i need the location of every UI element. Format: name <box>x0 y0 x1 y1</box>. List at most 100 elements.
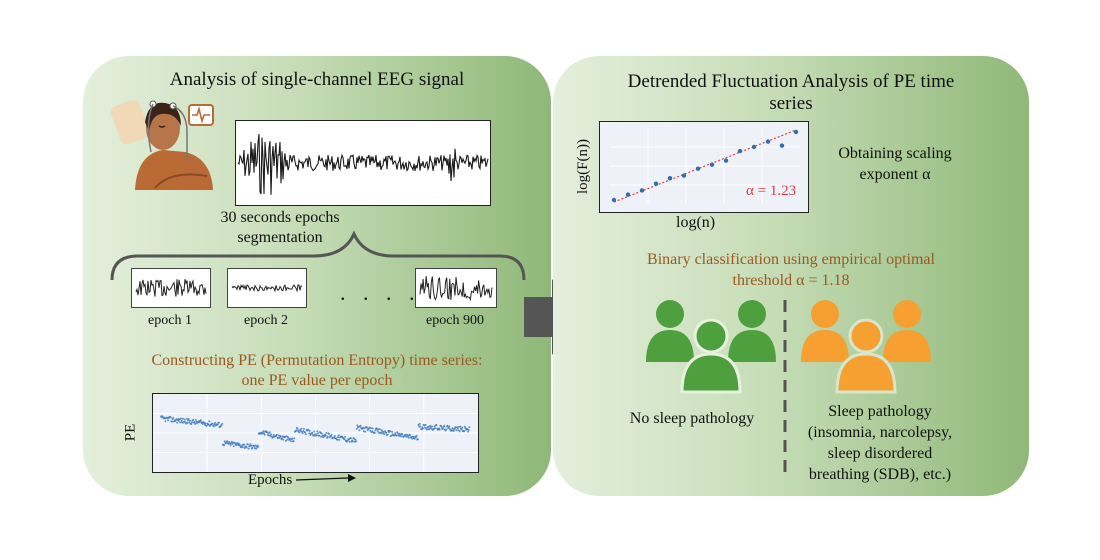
pe-point <box>455 429 458 432</box>
pe-point <box>323 435 326 438</box>
pe-point <box>243 443 245 446</box>
no-pathology-label: No sleep pathology <box>629 410 755 427</box>
pe-point <box>232 445 235 448</box>
pe-point <box>179 421 182 424</box>
epoch-900-plot <box>415 268 497 308</box>
eeg-signal-plot <box>235 120 491 206</box>
pe-point <box>419 425 422 428</box>
pe-point <box>442 427 444 430</box>
pe-point <box>338 438 341 441</box>
pe-point <box>194 418 197 421</box>
pe-point <box>293 437 296 440</box>
dfa-xlabel: log(n) <box>676 214 716 231</box>
pe-point <box>386 433 389 436</box>
pe-point <box>460 428 463 431</box>
pe-point <box>337 436 339 439</box>
scaling-line1: Obtaining scaling <box>838 145 952 162</box>
pe-point <box>459 425 462 428</box>
pe-point <box>245 446 248 449</box>
pe-point <box>287 436 290 439</box>
pe-point <box>325 431 328 434</box>
pe-point <box>376 430 379 433</box>
dfa-point <box>667 176 673 181</box>
pe-point <box>317 432 320 435</box>
pe-point <box>330 433 333 436</box>
pe-point <box>429 424 432 427</box>
dfa-point <box>695 166 701 171</box>
pe-point <box>445 428 448 431</box>
epoch-1-plot <box>131 268 211 308</box>
pe-point <box>378 428 381 431</box>
pe-point <box>284 439 287 442</box>
pe-point <box>424 423 427 426</box>
dfa-point <box>793 129 799 135</box>
epoch-2-plot <box>227 268 307 308</box>
pe-point <box>336 438 339 441</box>
pe-point <box>348 440 351 443</box>
pe-point <box>364 430 367 433</box>
pe-point <box>366 429 369 432</box>
pe-point <box>201 423 204 425</box>
pe-point <box>354 438 357 441</box>
pe-point <box>389 430 392 433</box>
scaling-line2: exponent α <box>859 166 931 183</box>
pe-point <box>295 429 298 432</box>
pe-point <box>411 437 414 440</box>
pe-point <box>467 429 470 431</box>
pe-point <box>216 423 219 426</box>
pe-point <box>463 430 466 433</box>
pe-point <box>304 431 307 434</box>
epoch-trace <box>135 279 207 297</box>
pe-point <box>189 419 191 422</box>
pe-point <box>390 434 393 437</box>
pe-point <box>448 425 451 428</box>
pe-point <box>367 427 370 430</box>
pe-point <box>395 434 398 437</box>
pe-point <box>193 421 196 424</box>
pe-point <box>214 421 217 424</box>
pe-point <box>204 422 207 425</box>
pe-point <box>391 430 394 433</box>
pe-point <box>385 431 388 434</box>
pe-point <box>366 426 368 429</box>
pe-point <box>416 438 419 441</box>
pe-point <box>286 438 289 441</box>
pe-point <box>263 433 266 436</box>
segmentation-label-line1: 30 seconds epochs <box>220 209 340 226</box>
pe-point <box>290 440 292 443</box>
pe-point <box>281 437 283 440</box>
pe-point <box>172 417 175 419</box>
pe-point <box>207 423 210 426</box>
right-title-line2: series <box>769 93 813 114</box>
epoch-900-label: epoch 900 <box>426 313 484 328</box>
segmentation-label-line2: segmentation <box>237 229 323 246</box>
classification-line1: Binary classification using empirical op… <box>647 251 935 268</box>
pe-point <box>223 444 226 447</box>
pathology-group-icon <box>801 300 931 394</box>
alpha-label: α = 1.23 <box>746 183 797 199</box>
pe-point <box>190 421 193 424</box>
pe-point <box>324 434 327 437</box>
pe-point <box>208 420 211 423</box>
pe-point <box>186 422 189 424</box>
pathology-line2: (insomnia, narcolepsy, <box>807 424 953 441</box>
pe-point <box>187 418 190 421</box>
divider-dashed-line <box>783 300 787 480</box>
pe-point <box>415 434 418 437</box>
pe-point <box>355 440 358 443</box>
epochs-arrow <box>295 474 356 482</box>
pe-point <box>167 419 170 422</box>
epoch-2-label: epoch 2 <box>244 313 288 328</box>
eeg-waveform <box>237 134 489 195</box>
pe-point <box>250 444 253 447</box>
pe-point <box>307 428 310 431</box>
brace-shape <box>110 230 526 281</box>
pe-point <box>358 429 361 432</box>
pe-point <box>292 440 295 443</box>
pe-point <box>446 424 449 427</box>
dfa-point <box>639 188 645 193</box>
patient-icon <box>110 99 213 190</box>
pe-point <box>270 433 273 436</box>
dfa-point <box>751 144 757 150</box>
dfa-point <box>779 143 785 148</box>
